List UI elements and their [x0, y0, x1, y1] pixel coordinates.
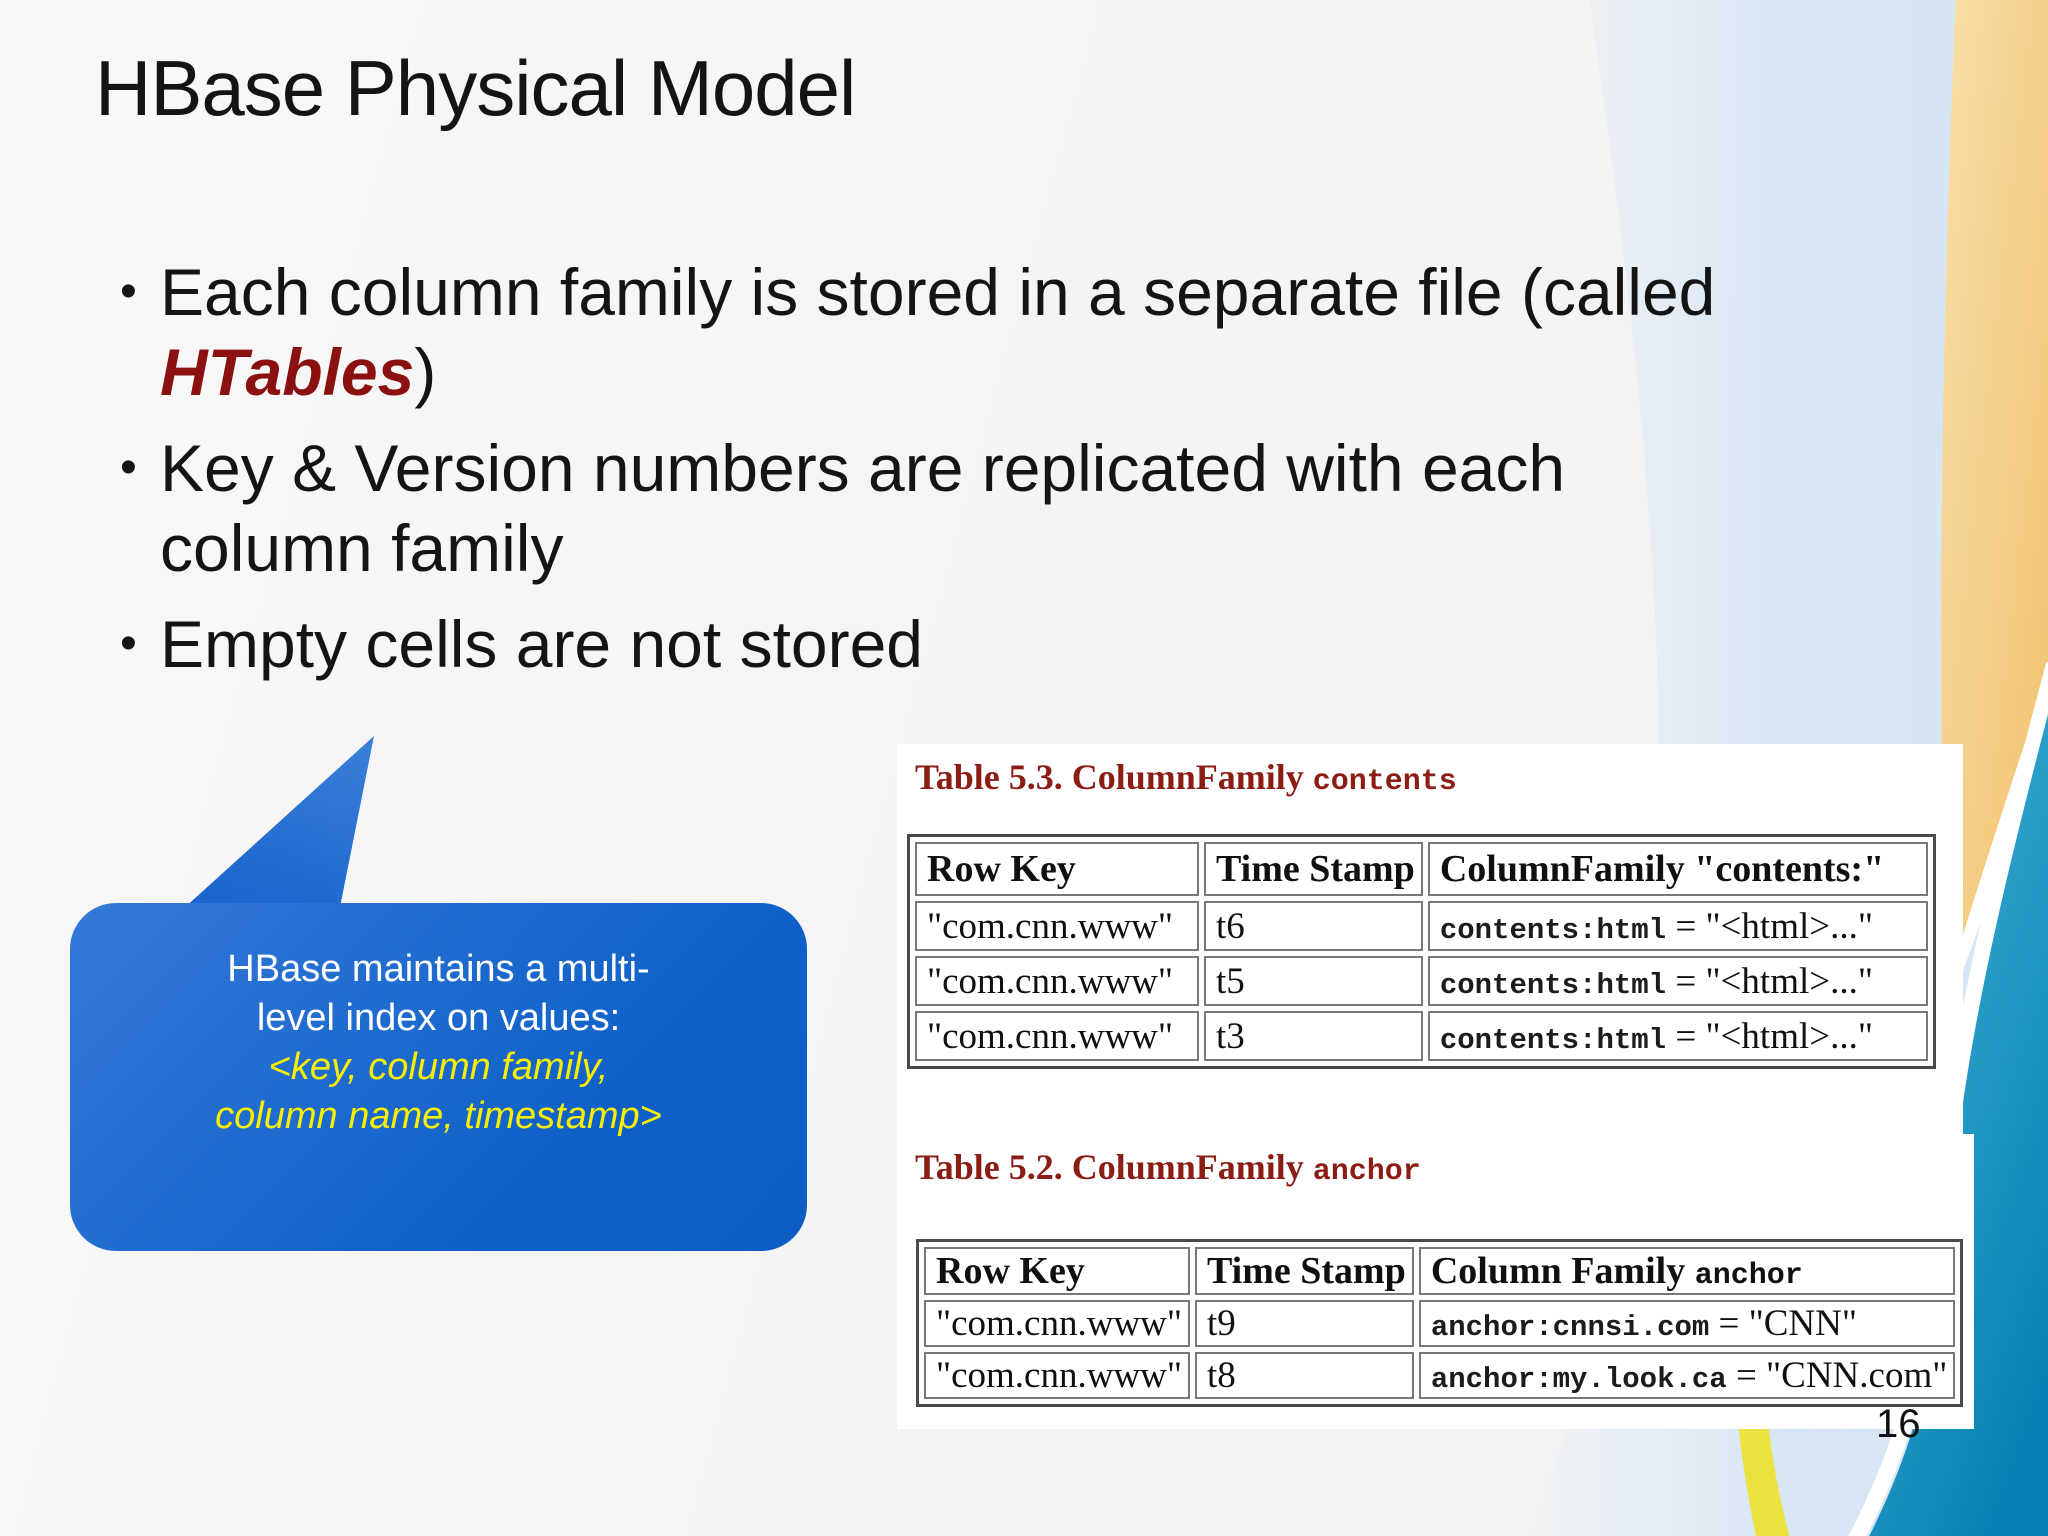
time-stamp-cell: t8 [1195, 1352, 1414, 1399]
column-family-cell: contents:html = "<html>..." [1427, 1011, 1928, 1061]
bullet-text: Empty cells are not stored [160, 607, 923, 681]
header-column-family: Column Family anchor [1418, 1247, 1956, 1295]
column-family-contents-table: Row Key Time Stamp ColumnFamily "content… [907, 834, 1936, 1069]
callout-text: HBase maintains a multi- level index on … [70, 945, 807, 1141]
time-stamp-cell: t3 [1204, 1011, 1423, 1061]
row-key-cell: "com.cnn.www" [915, 956, 1199, 1006]
callout-line: HBase maintains a multi- [227, 948, 650, 990]
page-number: 16 [1876, 1402, 1921, 1446]
caption-text: Table 5.3. ColumnFamily [915, 757, 1313, 797]
table-caption-anchor: Table 5.2. ColumnFamily anchor [915, 1146, 1421, 1189]
column-family-cell: anchor:cnnsi.com = "CNN" [1418, 1300, 1956, 1347]
table-anchor-image-block: Table 5.2. ColumnFamily anchor Row Key T… [897, 1134, 1974, 1429]
row-key-cell: "com.cnn.www" [915, 1011, 1199, 1061]
header-time-stamp: Time Stamp [1195, 1247, 1414, 1295]
time-stamp-cell: t6 [1204, 901, 1423, 951]
bullet-item: • Each column family is stored in a sepa… [120, 252, 1785, 412]
callout-line-key-tuple: column name, timestamp> [215, 1095, 662, 1137]
table-row: "com.cnn.www" t3 contents:html = "<html>… [915, 1011, 1928, 1061]
row-key-cell: "com.cnn.www" [924, 1352, 1190, 1399]
table-row: "com.cnn.www" t6 contents:html = "<html>… [915, 901, 1928, 951]
bullet-item: • Empty cells are not stored [120, 604, 1785, 684]
callout-bubble: HBase maintains a multi- level index on … [70, 903, 807, 1251]
caption-mono: anchor [1312, 1155, 1421, 1189]
bullet-list: • Each column family is stored in a sepa… [120, 252, 1785, 700]
callout-line: level index on values: [256, 997, 621, 1039]
row-key-cell: "com.cnn.www" [915, 901, 1199, 951]
bullet-marker: • [120, 265, 137, 318]
caption-text: Table 5.2. ColumnFamily [915, 1147, 1313, 1187]
table-row: "com.cnn.www" t9 anchor:cnnsi.com = "CNN… [924, 1300, 1956, 1347]
yellow-stripe [1737, 1412, 1790, 1536]
caption-mono: contents [1312, 765, 1457, 799]
header-column-family: ColumnFamily "contents:" [1427, 842, 1928, 896]
orange-band [1941, 0, 2048, 990]
time-stamp-cell: t9 [1195, 1300, 1414, 1347]
table-row: "com.cnn.www" t5 contents:html = "<html>… [915, 956, 1928, 1006]
teal-band [1869, 714, 2048, 1536]
bullet-item: • Key & Version numbers are replicated w… [120, 428, 1785, 588]
callout-line-key-tuple: <key, column family, [268, 1046, 609, 1088]
bullet-marker: • [120, 617, 137, 670]
table-header-row: Row Key Time Stamp ColumnFamily "content… [915, 842, 1928, 896]
slide-title: HBase Physical Model [95, 44, 856, 132]
header-time-stamp: Time Stamp [1204, 842, 1423, 896]
table-caption-contents: Table 5.3. ColumnFamily contents [915, 756, 1457, 799]
time-stamp-cell: t5 [1204, 956, 1423, 1006]
header-row-key: Row Key [915, 842, 1199, 896]
bullet-text: ) [414, 335, 437, 409]
column-family-cell: anchor:my.look.ca = "CNN.com" [1418, 1352, 1956, 1399]
table-header-row: Row Key Time Stamp Column Family anchor [924, 1247, 1956, 1295]
table-row: "com.cnn.www" t8 anchor:my.look.ca = "CN… [924, 1352, 1956, 1399]
column-family-cell: contents:html = "<html>..." [1427, 956, 1928, 1006]
bullet-emphasis: HTables [160, 335, 415, 409]
bullet-text: Each column family is stored in a separa… [160, 255, 1716, 329]
column-family-cell: contents:html = "<html>..." [1427, 901, 1928, 951]
header-row-key: Row Key [924, 1247, 1190, 1295]
bullet-marker: • [120, 441, 137, 494]
table-contents-image-block: Table 5.3. ColumnFamily contents Row Key… [897, 744, 1963, 1134]
bullet-text: Key & Version numbers are replicated wit… [160, 431, 1566, 585]
row-key-cell: "com.cnn.www" [924, 1300, 1190, 1347]
column-family-anchor-table: Row Key Time Stamp Column Family anchor … [916, 1239, 1964, 1407]
